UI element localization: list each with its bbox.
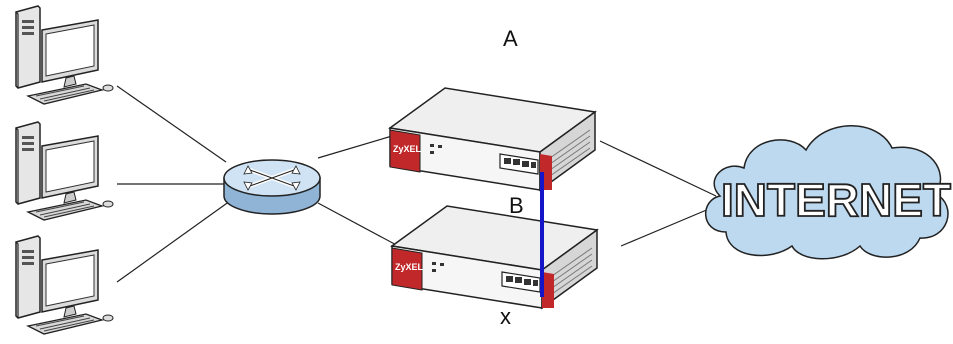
firewall-icon	[391, 205, 598, 309]
label-x: x	[500, 304, 511, 329]
switch-icon	[223, 159, 321, 215]
link-pc3-switch	[116, 200, 231, 283]
link-switch-fw-b	[317, 202, 403, 249]
firewall-icon	[389, 87, 596, 191]
label-a: A	[503, 26, 518, 51]
cloud-icon: INTERNET	[704, 125, 952, 260]
label-b: B	[509, 193, 524, 218]
computer-icon	[15, 235, 114, 335]
brand-logo: ZyXEL	[393, 144, 422, 154]
link-fw-b-internet	[620, 205, 717, 247]
connection-lines	[116, 85, 717, 283]
brand-logo: ZyXEL	[395, 262, 424, 272]
link-switch-fw-a	[317, 135, 393, 159]
internet-label: INTERNET	[721, 174, 951, 226]
computer-icon	[15, 121, 114, 221]
link-pc1-switch	[116, 85, 227, 163]
link-fw-a-internet	[599, 140, 717, 197]
computer-icon	[15, 5, 114, 105]
